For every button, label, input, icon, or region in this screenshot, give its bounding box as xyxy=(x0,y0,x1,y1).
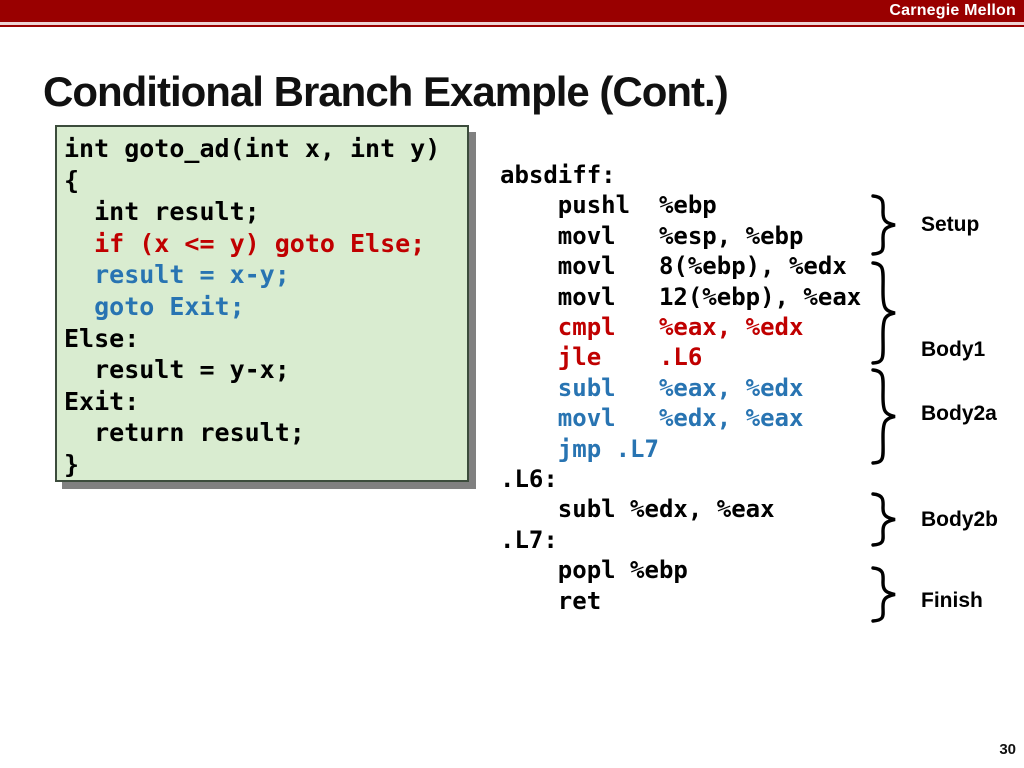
c-code-line: goto Exit; xyxy=(64,291,245,321)
brace-finish xyxy=(871,566,896,623)
brace-setup xyxy=(871,194,896,256)
asm-line: absdiff: xyxy=(500,161,616,189)
asm-line: jle .L6 xyxy=(500,343,703,372)
asm-line: pushl %ebp xyxy=(500,191,717,220)
asm-line: movl %esp, %ebp xyxy=(500,221,804,250)
annotation-body1: Body1 xyxy=(921,338,986,361)
page-title: Conditional Branch Example (Cont.) xyxy=(43,68,729,115)
asm-line: subl %eax, %edx xyxy=(500,373,804,402)
asm-line: popl %ebp xyxy=(500,556,688,585)
c-code-line: result = y-x; xyxy=(64,355,290,385)
asm-line: ret xyxy=(500,586,602,615)
brace-body2a xyxy=(871,368,896,465)
c-code-line: return result; xyxy=(64,418,305,448)
asm-line: movl 12(%ebp), %eax xyxy=(500,282,862,311)
assembly-listing: absdiff: pushl %ebp movl %esp, %ebp movl… xyxy=(500,160,861,616)
asm-line: .L7: xyxy=(500,525,558,554)
asm-line: .L6: xyxy=(500,465,558,494)
annotation-finish: Finish xyxy=(921,589,983,612)
c-code-listing: int goto_ad(int x, int y){ int result; i… xyxy=(64,133,467,481)
c-code-line: int goto_ad(int x, int y) xyxy=(64,134,441,163)
asm-line: cmpl %eax, %edx xyxy=(500,313,804,342)
c-code-line: int result; xyxy=(64,197,260,227)
c-code-box: int goto_ad(int x, int y){ int result; i… xyxy=(55,125,469,482)
c-code-line: { xyxy=(64,165,80,195)
c-code-line: } xyxy=(64,449,80,479)
annotation-body2b: Body2b xyxy=(921,508,999,531)
c-code-line: result = x-y; xyxy=(64,260,290,290)
asm-line: movl 8(%ebp), %edx xyxy=(500,252,847,281)
header-bar: Carnegie Mellon xyxy=(0,0,1024,27)
page-number: 30 xyxy=(999,741,1016,758)
c-code-line: if (x <= y) goto Else; xyxy=(64,228,426,258)
asm-line: jmp .L7 xyxy=(500,434,659,463)
annotation-body2a: Body2a xyxy=(921,402,997,425)
brace-body2b xyxy=(871,492,896,547)
asm-line: subl %edx, %eax xyxy=(500,495,775,524)
asm-line: movl %edx, %eax xyxy=(500,404,804,433)
brace-body1 xyxy=(871,261,896,365)
annotation-setup: Setup xyxy=(921,213,980,236)
c-code-line: Else: xyxy=(64,323,140,353)
brand-text: Carnegie Mellon xyxy=(889,2,1016,19)
c-code-line: Exit: xyxy=(64,386,140,416)
